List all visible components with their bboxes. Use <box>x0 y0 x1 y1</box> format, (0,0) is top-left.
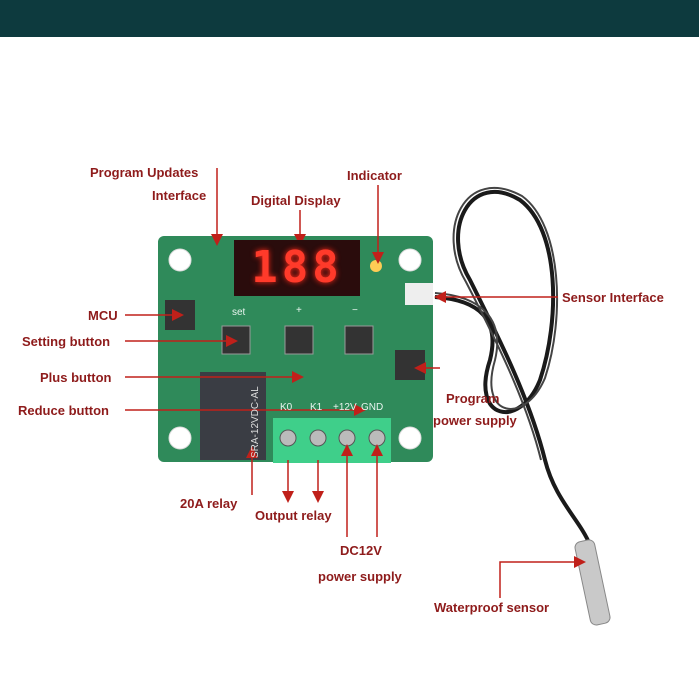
label-reduce-button: Reduce button <box>18 403 109 418</box>
relay <box>200 372 266 460</box>
label-dc-power-supply: power supply <box>318 569 402 584</box>
label-setting-button: Setting button <box>22 334 111 349</box>
gnd-silk: GND <box>361 402 384 413</box>
k1-silk: K1 <box>310 402 323 413</box>
digital-display: 188 <box>234 240 360 296</box>
sensor-cable <box>434 190 592 546</box>
label-output-relay: Output relay <box>255 508 332 523</box>
label-plus-button: Plus button <box>40 370 112 385</box>
label-dc12v: DC12V <box>340 543 382 558</box>
label-program: Program <box>446 391 500 406</box>
label-program-power-supply: power supply <box>433 413 517 428</box>
label-20a-relay: 20A relay <box>180 496 238 511</box>
minus-silk: − <box>352 305 358 316</box>
label-interface: Interface <box>152 188 207 203</box>
label-digital-display: Digital Display <box>251 193 341 208</box>
label-waterproof-sensor: Waterproof sensor <box>434 600 550 615</box>
label-mcu: MCU <box>88 308 118 323</box>
label-indicator: Indicator <box>347 168 402 183</box>
label-program-updates: Program Updates <box>90 165 199 180</box>
waterproof-sensor-probe <box>574 539 611 626</box>
relay-text: SRA-12VDC-AL <box>250 386 261 458</box>
top-bar <box>0 0 699 37</box>
set-silk: set <box>232 307 246 318</box>
k0-silk: K0 <box>280 402 293 413</box>
12v-silk: +12V <box>333 402 357 413</box>
plus-silk: + <box>296 305 302 316</box>
label-sensor-interface: Sensor Interface <box>562 290 664 305</box>
